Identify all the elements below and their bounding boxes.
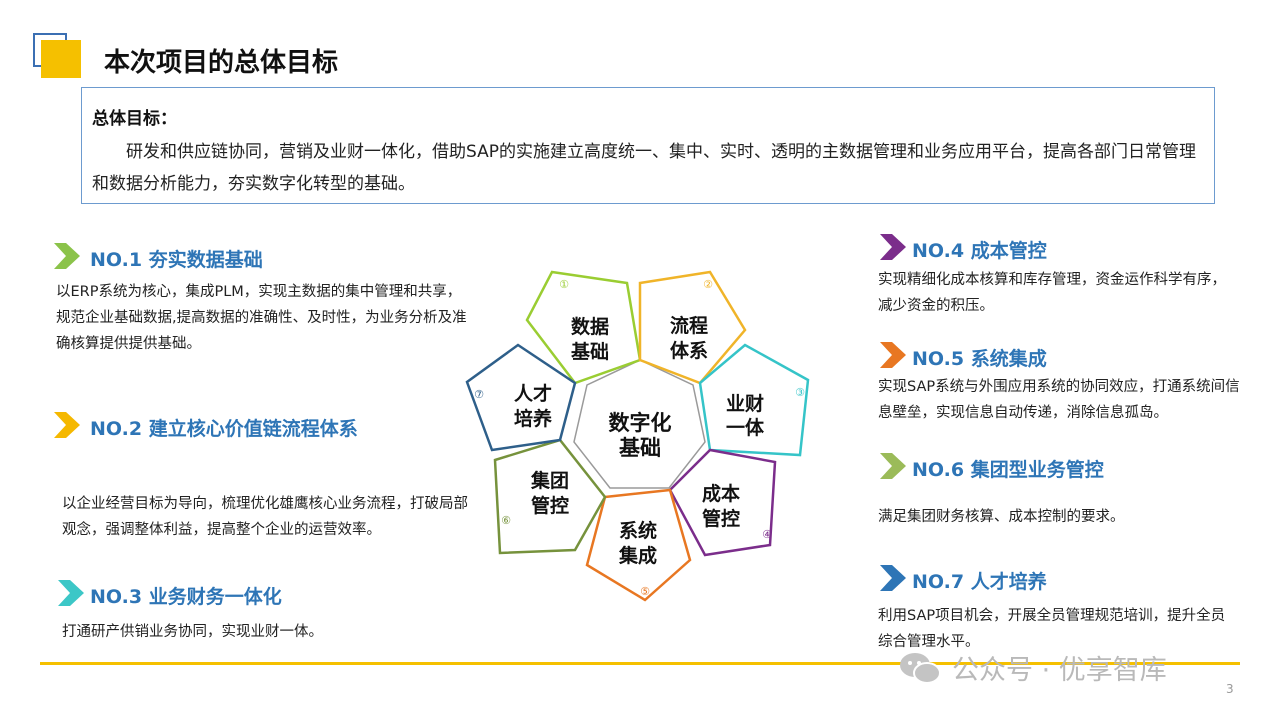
chevron-right-icon — [880, 234, 906, 260]
petal-number: ④ — [762, 528, 772, 541]
digital-foundation-diagram: 数字化 基础 ① 数据 基础 ② 流程 体系 ③ 业财 一体 ④ 成本 管控 ⑤… — [465, 270, 810, 602]
chevron-right-icon — [58, 580, 84, 606]
petal-data-foundation — [525, 270, 642, 385]
goal-body: 研发和供应链协同，营销及业财一体化，借助SAP的实施建立高度统一、集中、实时、透… — [92, 142, 1196, 194]
petal-label: 成本 — [702, 482, 740, 505]
petal-label: 系统 — [619, 519, 657, 542]
petal-number: ② — [703, 278, 713, 291]
item-title: NO.3 业务财务一体化 — [90, 586, 282, 608]
petal-number: ③ — [795, 386, 805, 399]
petal-cost-control — [668, 448, 777, 557]
bottom-divider — [40, 662, 1240, 665]
petal-talent-development — [465, 343, 577, 452]
center-heptagon — [573, 359, 706, 489]
petal-label: 集成 — [618, 544, 657, 567]
watermark-text: 公众号 · 优享智库 — [952, 655, 1167, 686]
petal-label: 培养 — [514, 407, 552, 430]
chevron-right-icon — [880, 565, 906, 591]
item-desc: 实现精细化成本核算和库存管理，资金运作科学有序，减少资金的积压。 — [878, 272, 1226, 314]
watermark: 公众号 · 优享智库 — [898, 648, 1167, 687]
petal-label: 业财 — [726, 392, 764, 415]
petal-label: 集团 — [530, 469, 569, 492]
chevron-right-icon — [880, 342, 906, 368]
petal-label: 人才 — [514, 382, 552, 405]
petal-number: ⑤ — [640, 585, 650, 598]
petal-number: ⑦ — [474, 388, 484, 401]
item-desc: 以企业经营目标为导向，梳理优化雄鹰核心业务流程，打破局部观念，强调整体利益，提高… — [62, 496, 468, 538]
page-title: 本次项目的总体目标 — [104, 48, 339, 78]
petal-process-system — [638, 270, 747, 385]
item-title: NO.7 人才培养 — [912, 571, 1047, 593]
item-desc: 实现SAP系统与外围应用系统的协同效应，打通系统间信息壁垒，实现信息自动传递，消… — [878, 379, 1240, 421]
item-desc: 打通研产供销业务协同，实现业财一体。 — [62, 624, 323, 640]
title-decoration-fill — [41, 40, 81, 78]
item-desc: 利用SAP项目机会，开展全员管理规范培训，提升全员综合管理水平。 — [878, 608, 1226, 650]
item-title: NO.1 夯实数据基础 — [90, 249, 263, 271]
page-number: 3 — [1226, 682, 1234, 696]
item-title: NO.5 系统集成 — [912, 348, 1047, 370]
petal-label: 管控 — [531, 494, 569, 517]
chevron-right-icon — [54, 243, 80, 269]
item-title: NO.6 集团型业务管控 — [912, 459, 1104, 481]
overall-goal-box: 总体目标： 研发和供应链协同，营销及业财一体化，借助SAP的实施建立高度统一、集… — [81, 87, 1215, 204]
item-title: NO.4 成本管控 — [912, 240, 1047, 262]
item-title: NO.2 建立核心价值链流程体系 — [90, 418, 358, 440]
petal-system-integration — [585, 488, 692, 602]
chevron-right-icon — [880, 453, 906, 479]
item-desc: 满足集团财务核算、成本控制的要求。 — [878, 509, 1125, 525]
petal-number: ① — [559, 278, 569, 291]
wechat-icon — [900, 652, 941, 684]
petal-label: 流程 — [670, 314, 708, 337]
center-label-line1: 数字化 — [609, 411, 672, 435]
petal-label: 基础 — [570, 340, 609, 363]
center-label-line2: 基础 — [619, 436, 661, 460]
petal-group-control — [493, 438, 607, 555]
chevron-right-icon — [54, 412, 80, 438]
petal-label: 一体 — [726, 416, 765, 439]
petal-business-finance — [698, 343, 810, 457]
item-desc: 以ERP系统为核心，集成PLM，实现主数据的集中管理和共享，规范企业基础数据,提… — [56, 284, 467, 352]
petal-label: 管控 — [702, 507, 740, 530]
goal-heading: 总体目标： — [92, 109, 177, 129]
petal-number: ⑥ — [501, 514, 511, 527]
petal-label: 数据 — [571, 315, 609, 338]
petal-label: 体系 — [670, 339, 708, 362]
